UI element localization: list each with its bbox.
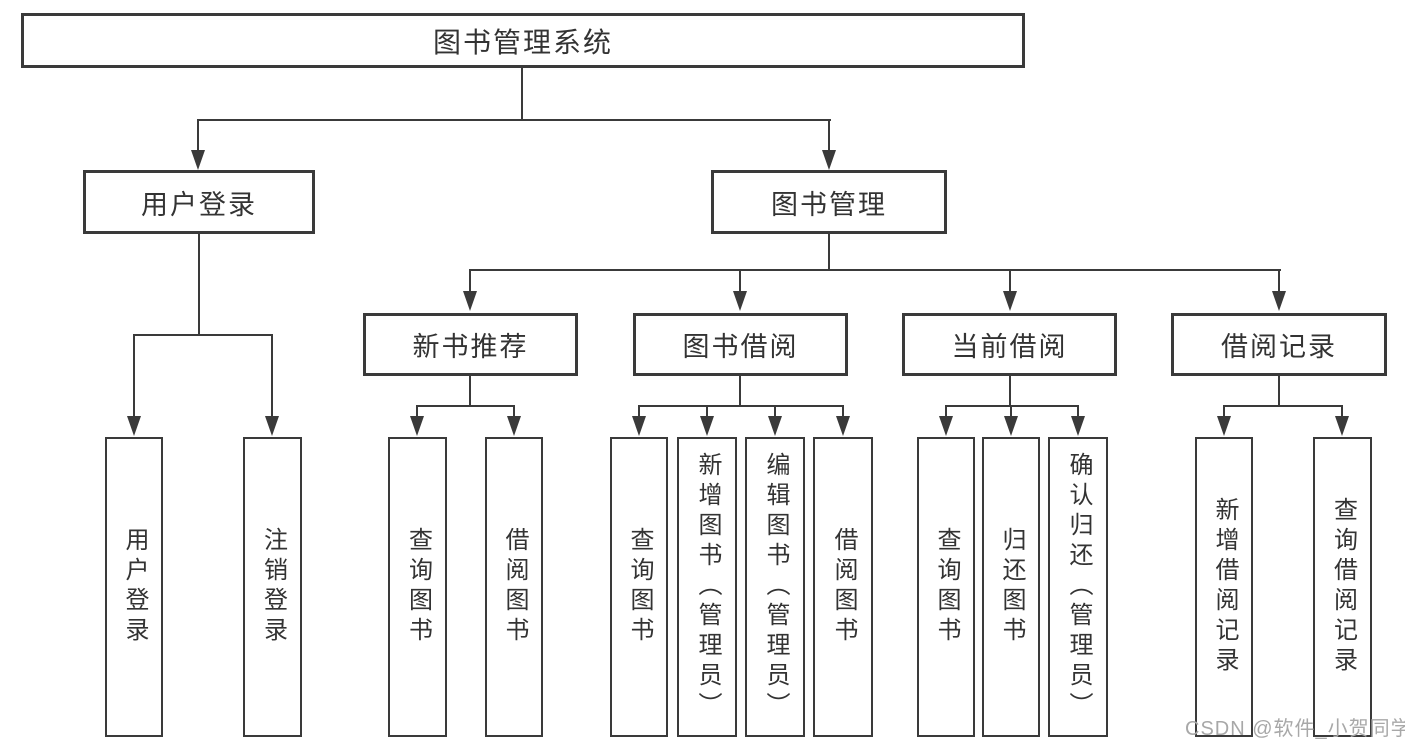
connector-leaf <box>842 405 844 418</box>
connector-book-management-rail <box>469 269 1281 271</box>
connector-leaf <box>1223 405 1225 418</box>
connector-leaf <box>416 405 418 418</box>
node-library-management-system: 图书管理系统 <box>21 13 1025 68</box>
connector-user-login-drop <box>198 233 200 335</box>
connector-to-leaf-login <box>133 334 135 418</box>
leaf-add-borrow-record: 新增借阅记录 <box>1195 437 1253 737</box>
arrow-down-icon <box>768 416 782 436</box>
arrow-down-icon <box>265 416 279 436</box>
arrow-down-icon <box>700 416 714 436</box>
connector-root-rail <box>197 119 831 121</box>
node-borrow-record: 借阅记录 <box>1171 313 1387 376</box>
connector-root-drop <box>521 68 523 120</box>
connector-leaf <box>1010 405 1012 418</box>
arrow-down-icon <box>632 416 646 436</box>
connector-book-management-drop <box>828 234 830 271</box>
connector-to-leaf-logout <box>271 334 273 418</box>
node-book-management: 图书管理 <box>711 170 947 234</box>
leaf-borrow-book-recommend: 借阅图书 <box>485 437 543 737</box>
connector-to-new-book-recommend <box>469 269 471 293</box>
arrow-down-icon <box>1071 416 1085 436</box>
leaf-add-book-admin: 新增图书（管理员） <box>677 437 737 737</box>
arrow-down-icon <box>127 416 141 436</box>
connector-current-borrow-drop <box>1009 376 1011 407</box>
node-user-login: 用户登录 <box>83 170 315 234</box>
connector-new-book-recommend-drop <box>469 376 471 407</box>
leaf-query-book-recommend: 查询图书 <box>388 437 447 737</box>
connector-user-login-rail <box>133 334 273 336</box>
arrow-down-icon <box>191 150 205 170</box>
node-new-book-recommend: 新书推荐 <box>363 313 578 376</box>
node-book-borrow: 图书借阅 <box>633 313 848 376</box>
arrow-down-icon <box>1004 416 1018 436</box>
arrow-down-icon <box>410 416 424 436</box>
connector-to-borrow-record <box>1278 269 1280 293</box>
leaf-borrow-book: 借阅图书 <box>813 437 873 737</box>
connector-leaf <box>638 405 640 418</box>
arrow-down-icon <box>1335 416 1349 436</box>
connector-leaf <box>774 405 776 418</box>
arrow-down-icon <box>463 291 477 311</box>
connector-root-to-user-login <box>197 119 199 152</box>
connector-leaf <box>706 405 708 418</box>
leaf-edit-book-admin: 编辑图书（管理员） <box>745 437 805 737</box>
connector-to-book-borrow <box>739 269 741 293</box>
csdn-watermark: CSDN @软件_小贺同学 <box>1185 718 1405 740</box>
connector-leaf <box>513 405 515 418</box>
connector-leaf <box>945 405 947 418</box>
arrow-down-icon <box>733 291 747 311</box>
arrow-down-icon <box>1272 291 1286 311</box>
arrow-down-icon <box>822 150 836 170</box>
leaf-query-current-borrow: 查询图书 <box>917 437 975 737</box>
connector-to-current-borrow <box>1009 269 1011 293</box>
connector-new-book-recommend-rail <box>416 405 515 407</box>
arrow-down-icon <box>507 416 521 436</box>
leaf-query-book: 查询图书 <box>610 437 668 737</box>
connector-book-borrow-drop <box>739 376 741 407</box>
leaf-return-book: 归还图书 <box>982 437 1040 737</box>
connector-borrow-record-drop <box>1278 376 1280 407</box>
arrow-down-icon <box>939 416 953 436</box>
connector-book-borrow-rail <box>638 405 844 407</box>
leaf-confirm-return-admin: 确认归还（管理员） <box>1048 437 1108 737</box>
connector-leaf <box>1077 405 1079 418</box>
node-current-borrow: 当前借阅 <box>902 313 1117 376</box>
connector-current-borrow-rail <box>945 405 1079 407</box>
arrow-down-icon <box>1217 416 1231 436</box>
arrow-down-icon <box>836 416 850 436</box>
connector-root-to-book-management <box>828 119 830 152</box>
connector-borrow-record-rail <box>1223 405 1343 407</box>
arrow-down-icon <box>1003 291 1017 311</box>
leaf-query-borrow-record: 查询借阅记录 <box>1313 437 1372 737</box>
leaf-logout: 注销登录 <box>243 437 302 737</box>
connector-leaf <box>1341 405 1343 418</box>
leaf-user-login: 用户登录 <box>105 437 163 737</box>
